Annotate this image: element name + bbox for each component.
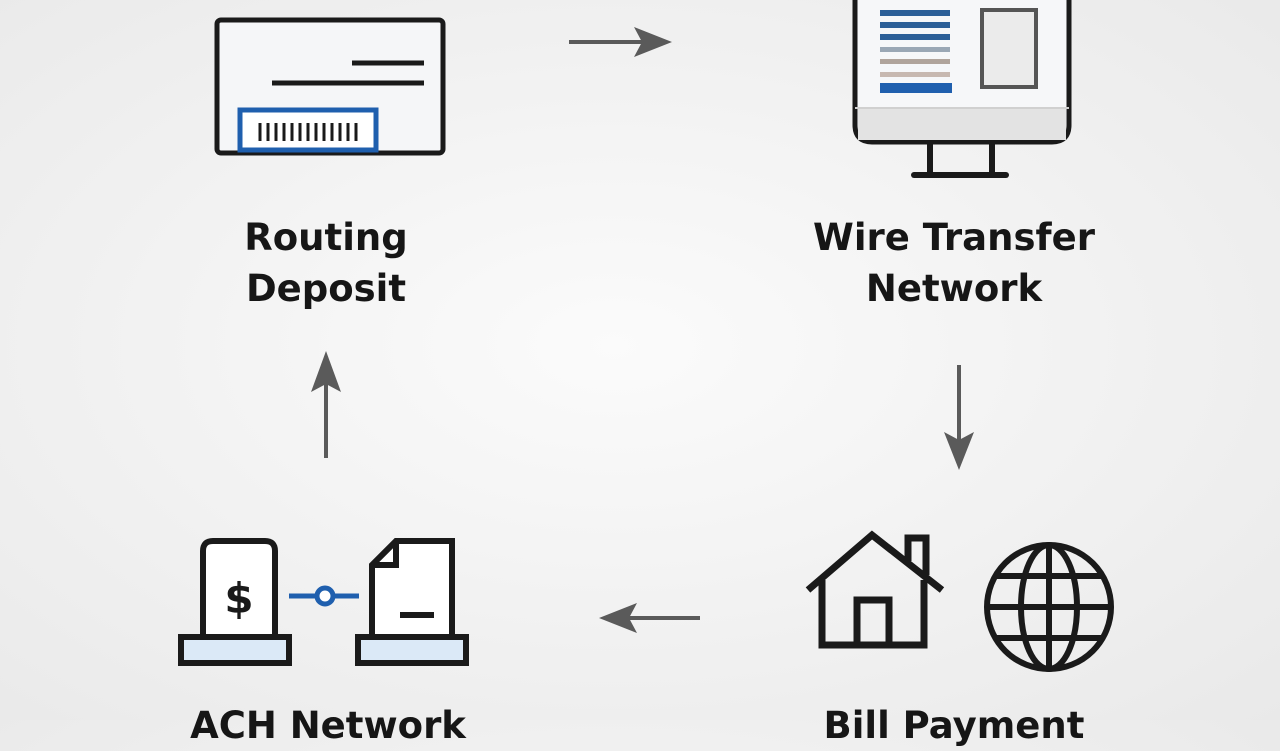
house-icon bbox=[805, 530, 945, 649]
node-label-ach-network: ACH Network bbox=[178, 700, 478, 751]
node-ach-network: $ bbox=[170, 530, 480, 670]
routing-deposit-line1: Routing bbox=[244, 216, 408, 259]
arrow-right-icon bbox=[569, 27, 672, 57]
document-icon bbox=[355, 538, 469, 666]
node-routing-deposit bbox=[200, 10, 460, 310]
node-wire-transfer-network bbox=[840, 0, 1080, 190]
bill-payment-line1: Bill Payment bbox=[823, 704, 1085, 747]
arrow-up-icon bbox=[311, 351, 341, 458]
dollar-document-icon: $ bbox=[178, 538, 292, 666]
arrow-left-icon bbox=[599, 603, 700, 633]
computer-monitor-icon bbox=[852, 0, 1072, 178]
wire-transfer-line2: Network bbox=[865, 267, 1043, 310]
svg-text:$: $ bbox=[224, 574, 253, 623]
node-bill-payment bbox=[795, 525, 1125, 675]
ach-network-line1: ACH Network bbox=[190, 704, 466, 747]
node-label-routing-deposit: Routing Deposit bbox=[196, 212, 456, 314]
node-label-bill-payment: Bill Payment bbox=[804, 700, 1104, 751]
wire-transfer-line1: Wire Transfer bbox=[813, 216, 1095, 259]
node-label-wire-transfer-network: Wire Transfer Network bbox=[804, 212, 1104, 314]
routing-deposit-line2: Deposit bbox=[245, 267, 407, 310]
arrow-down-icon bbox=[944, 365, 974, 470]
globe-icon bbox=[984, 542, 1114, 672]
connector-icon bbox=[289, 585, 359, 607]
check-icon bbox=[214, 17, 446, 156]
